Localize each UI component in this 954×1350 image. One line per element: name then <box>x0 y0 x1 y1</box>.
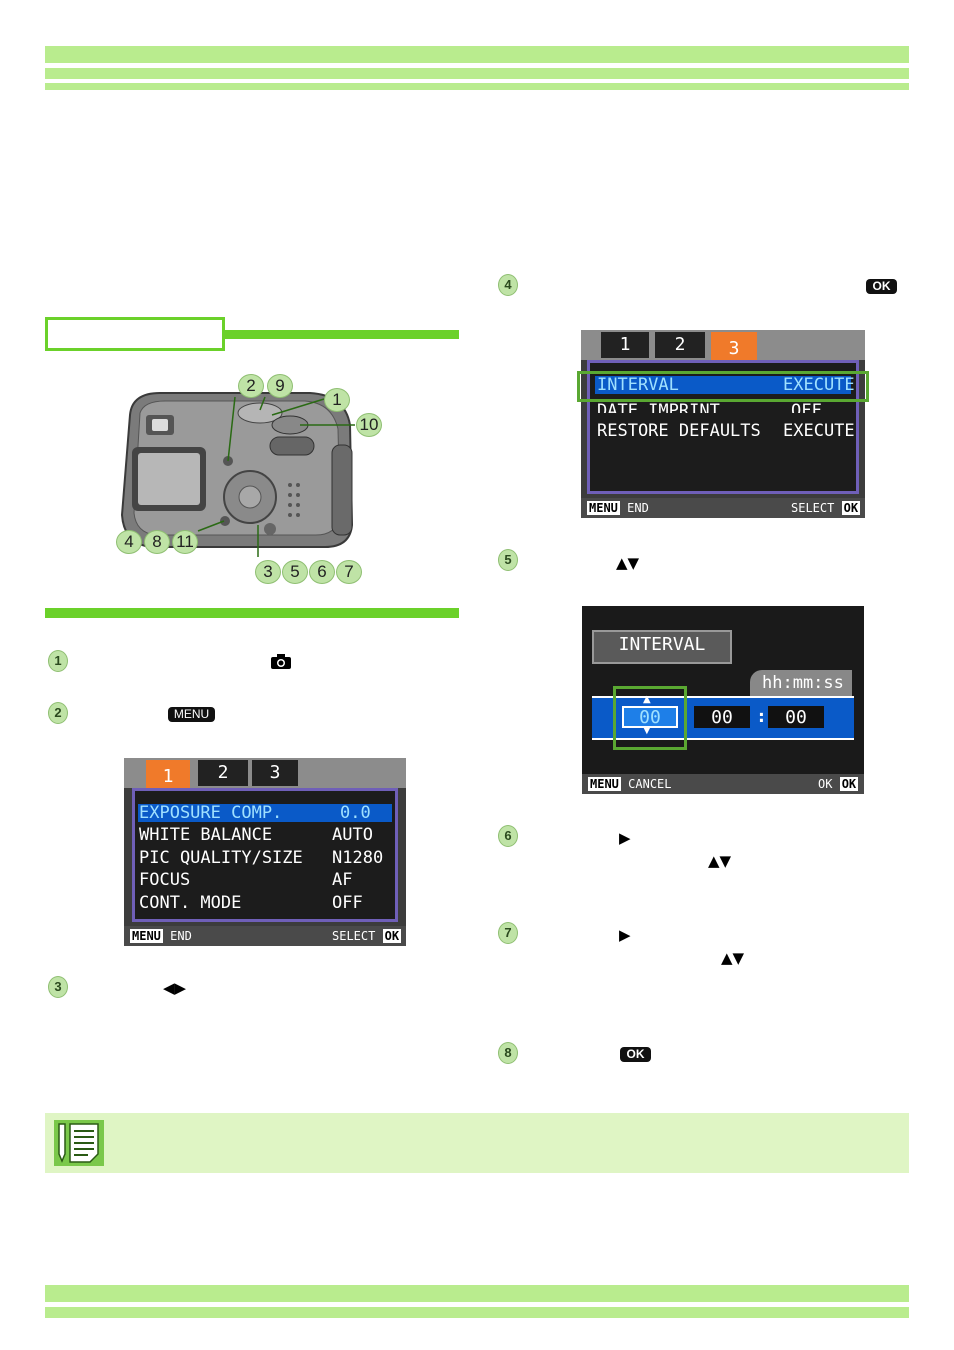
lcd3-footer-right: OK OK <box>818 777 859 791</box>
lcd3-ss-box[interactable] <box>768 706 824 728</box>
camera-illustration <box>120 392 355 557</box>
lcd2-row-label[interactable]: INTERVAL <box>597 375 679 395</box>
note-box <box>45 1113 909 1173</box>
step-7-badge: 7 <box>498 922 518 944</box>
lcd2-footer-left: MENU END <box>587 501 649 515</box>
lcd1-row-label[interactable]: EXPOSURE COMP. <box>139 803 283 823</box>
menu-key-icon: MENU <box>168 707 215 722</box>
lcd2-footer-right: SELECT OK <box>791 501 861 515</box>
up-down-arrows-icon: ▲▼ <box>708 852 732 870</box>
callout-5: 5 <box>282 560 308 584</box>
callout-1: 1 <box>324 388 350 412</box>
lcd-menu-1: 1 2 3 EXPOSURE COMP. 0.0 WHITE BALANCE A… <box>124 758 406 946</box>
lcd3-title-box <box>592 630 732 664</box>
callout-7: 7 <box>336 560 362 584</box>
lcd3-hh[interactable]: 00 <box>639 707 661 728</box>
header-band-1 <box>45 46 909 63</box>
lcd1-row-value: OFF <box>332 893 363 913</box>
callout-11: 11 <box>172 530 198 554</box>
lcd1-row-value: N1280 <box>332 848 384 868</box>
lcd1-row-label[interactable]: WHITE BALANCE <box>139 825 273 845</box>
lcd3-up-icon: ▲ <box>643 694 651 705</box>
ok-key-icon: OK <box>866 279 897 294</box>
section-tab-box <box>45 317 225 351</box>
right-arrow-icon: ▶ <box>619 829 631 847</box>
up-down-arrows-icon: ▲▼ <box>616 554 640 572</box>
step-3-badge: 3 <box>48 976 68 998</box>
interval-row-callout <box>577 371 869 402</box>
lcd3-down-icon: ▼ <box>643 725 651 736</box>
lcd1-row-label[interactable]: FOCUS <box>139 870 191 890</box>
callout-10: 10 <box>356 413 382 437</box>
lcd3-footer <box>582 774 864 794</box>
note-icon <box>54 1120 104 1166</box>
callout-9: 9 <box>267 374 293 398</box>
step-8-badge: 8 <box>498 1042 518 1064</box>
lcd3-mm[interactable]: 00 <box>711 707 733 728</box>
lcd2-row-value: OFF <box>791 401 822 413</box>
lcd2-tab-1[interactable]: 1 <box>601 332 649 358</box>
lcd3-separator: : <box>756 706 767 727</box>
callout-4: 4 <box>116 530 142 554</box>
step-2-badge: 2 <box>48 702 68 724</box>
lcd1-row-value: AF <box>332 870 353 890</box>
lcd3-hh-box[interactable] <box>622 706 678 728</box>
hh-field-callout <box>613 686 687 750</box>
lcd3-format: hh:mm:ss <box>762 673 844 693</box>
section-tab-rule <box>225 330 459 339</box>
lcd1-row-label[interactable]: CONT. MODE <box>139 893 242 913</box>
lcd1-footer <box>124 926 406 946</box>
lcd2-row-label[interactable]: DATE IMPRINT <box>597 401 720 413</box>
ok-key-icon: OK <box>620 1047 651 1062</box>
lcd1-footer-left: MENU END <box>130 929 192 943</box>
lcd3-ss[interactable]: 00 <box>785 707 807 728</box>
lcd2-tab-2[interactable]: 2 <box>655 332 705 358</box>
camera-mode-icon <box>271 654 291 669</box>
lcd-menu-3: 1 2 3 INTERVAL EXECUTE DATE IMPRINT OFF … <box>581 330 865 518</box>
lcd1-row-value: 0.0 <box>340 803 371 823</box>
lcd1-tab-3[interactable]: 3 <box>252 760 298 786</box>
section-rule <box>45 608 459 618</box>
lcd2-row-label[interactable]: RESTORE DEFAULTS <box>597 421 761 441</box>
lcd3-mm-box[interactable] <box>694 706 750 728</box>
lcd-interval-setting: INTERVAL hh:mm:ss 00 ▲ ▼ 00 : 00 MENU CA… <box>582 606 864 794</box>
lcd1-highlight <box>138 804 392 822</box>
footer-band-1 <box>45 1285 909 1302</box>
lcd2-highlight <box>595 376 851 394</box>
lcd1-footer-right: SELECT OK <box>332 929 402 943</box>
left-right-arrows-icon: ◀▶ <box>163 979 187 997</box>
step-4-badge: 4 <box>498 274 518 296</box>
step-5-badge: 5 <box>498 549 518 571</box>
lcd3-title: INTERVAL <box>618 634 706 655</box>
lcd1-row-label[interactable]: PIC QUALITY/SIZE <box>139 848 303 868</box>
lcd2-row-value: EXECUTE <box>783 421 855 441</box>
callout-2: 2 <box>238 374 264 398</box>
callout-6: 6 <box>309 560 335 584</box>
step-6-badge: 6 <box>498 825 518 847</box>
right-arrow-icon: ▶ <box>619 926 631 944</box>
lcd1-row-value: AUTO <box>332 825 373 845</box>
header-band-2 <box>45 68 909 79</box>
lcd1-tab-2[interactable]: 2 <box>198 760 248 786</box>
step-1-badge: 1 <box>48 650 68 672</box>
footer-band-2 <box>45 1307 909 1318</box>
lcd2-footer <box>581 498 865 518</box>
header-band-3 <box>45 83 909 90</box>
lcd3-footer-left: MENU CANCEL <box>588 777 672 791</box>
lcd2-row-value: EXECUTE <box>783 375 855 395</box>
lcd3-format-tab <box>750 670 852 696</box>
up-down-arrows-icon: ▲▼ <box>721 949 745 967</box>
callout-3: 3 <box>255 560 281 584</box>
callout-8: 8 <box>144 530 170 554</box>
